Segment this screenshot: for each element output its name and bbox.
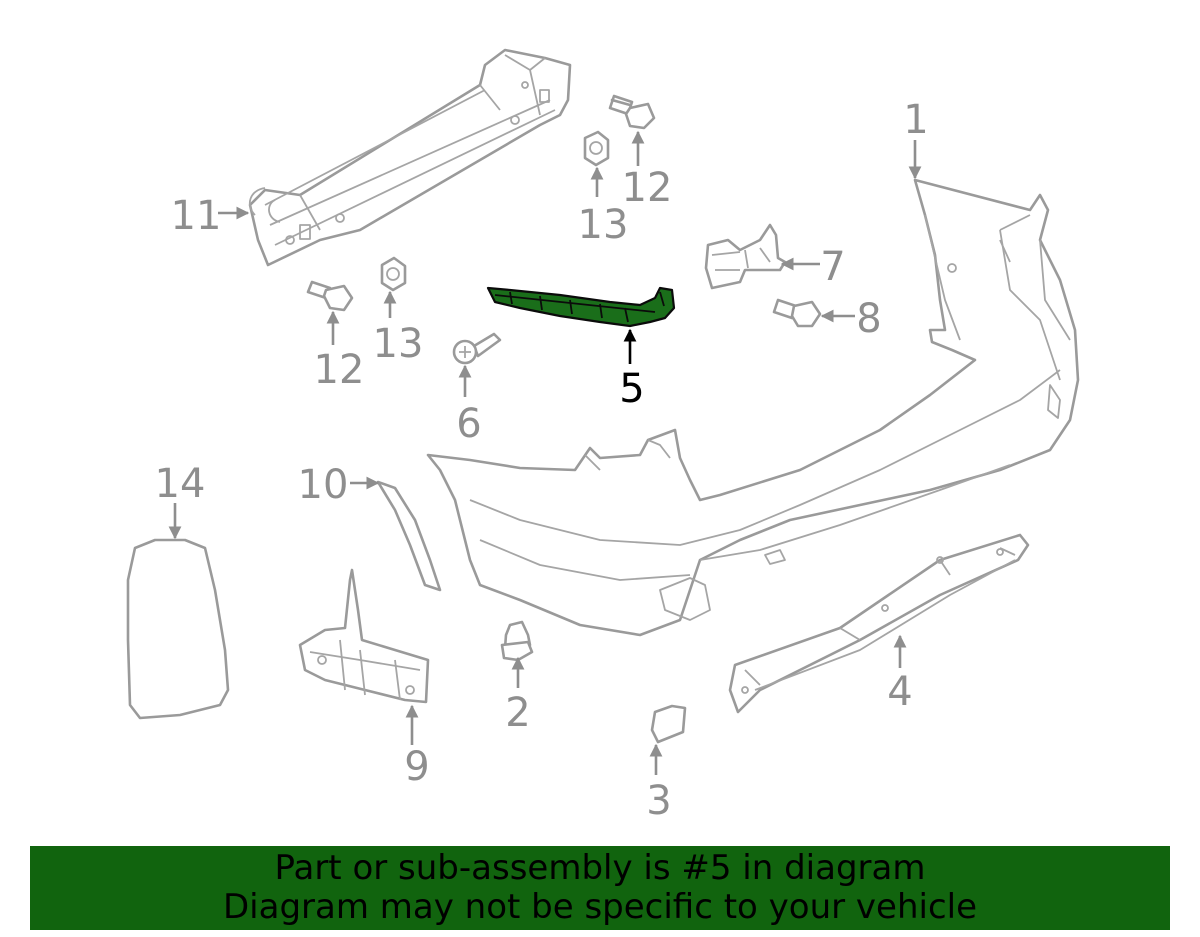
parts-diagram: 1 2 3 4 5 6 7 8 9 10 11 12 12 13 13 14	[126, 48, 1080, 824]
callout-1: 1	[903, 97, 928, 143]
part-11-reinforcement-beam[interactable]	[248, 48, 572, 267]
callout-9: 9	[404, 744, 429, 790]
callout-5-highlighted: 5	[619, 366, 644, 412]
part-13-nut-left[interactable]	[380, 256, 407, 292]
callout-7: 7	[820, 244, 845, 290]
part-6-screw[interactable]	[452, 332, 502, 365]
callout-3: 3	[646, 778, 671, 824]
part-7-bracket[interactable]	[704, 223, 787, 290]
part-1-bumper-cover[interactable]	[426, 178, 1080, 637]
part-2-push-clip[interactable]	[500, 620, 534, 662]
part-13-nut-top[interactable]	[583, 130, 610, 167]
banner-line-part-number: Part or sub-assembly is #5 in diagram	[274, 848, 926, 888]
callout-13-left: 13	[373, 321, 424, 367]
part-14-reflector[interactable]	[126, 538, 230, 720]
part-10-trim-strip[interactable]	[376, 480, 442, 592]
info-banner: Part or sub-assembly is #5 in diagram Di…	[30, 846, 1170, 930]
callout-10: 10	[298, 462, 349, 508]
callout-12-top: 12	[622, 165, 673, 211]
part-12-bolt-top[interactable]	[608, 94, 656, 130]
callout-11: 11	[171, 193, 222, 239]
leader-lines	[168, 130, 922, 775]
callout-14: 14	[155, 461, 206, 507]
banner-line-disclaimer: Diagram may not be specific to your vehi…	[222, 887, 978, 927]
part-12-bolt-left[interactable]	[306, 280, 354, 312]
part-3-cap[interactable]	[650, 704, 687, 744]
callout-12-left: 12	[314, 347, 365, 393]
callout-13-top: 13	[578, 202, 629, 248]
part-8-bolt[interactable]	[772, 298, 822, 328]
callout-2: 2	[505, 690, 530, 736]
part-9-bracket[interactable]	[298, 568, 430, 704]
callout-8: 8	[856, 296, 881, 342]
callout-6: 6	[456, 401, 481, 447]
callout-4: 4	[887, 669, 912, 715]
part-4-energy-absorber[interactable]	[728, 533, 1030, 714]
part-5-bracket-highlighted[interactable]	[486, 286, 676, 328]
